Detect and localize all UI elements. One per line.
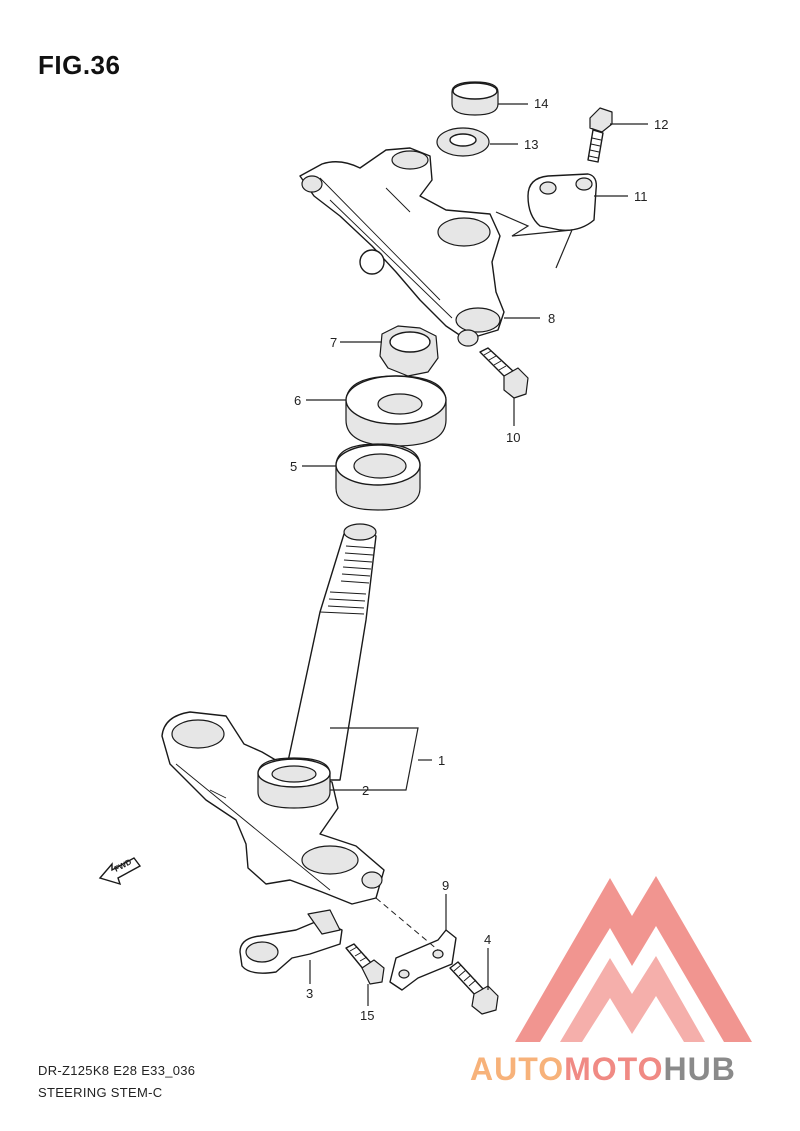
part-5-bearing [335, 443, 421, 511]
part-10-bolt [479, 347, 529, 399]
part-9-bracket [389, 929, 457, 991]
part-2-lower-bearing [257, 757, 331, 809]
part-6-dust-seal [345, 375, 447, 447]
part-14-cap [451, 81, 499, 116]
callout-7: 7 [330, 335, 337, 350]
callout-8: 8 [548, 311, 555, 326]
model-code: DR-Z125K8 E28 E33_036 [38, 1063, 196, 1078]
part-1-lower-bracket [161, 711, 385, 905]
part-3-hose-guide [239, 909, 343, 974]
callout-3: 3 [306, 986, 313, 1001]
callout-5: 5 [290, 459, 297, 474]
watermark-word-auto: AUTO [470, 1051, 564, 1087]
part-1-steering-stem [283, 523, 377, 781]
part-4-bolt [449, 961, 499, 1015]
callout-6: 6 [294, 393, 301, 408]
assembly-guide-line [375, 897, 439, 951]
callout-1: 1 [438, 753, 445, 768]
figure-title: FIG.36 [38, 50, 121, 80]
part-8-upper-bracket [299, 147, 505, 347]
part-11-handlebar-clamp [527, 173, 598, 231]
watermark-text: AUTOMOTOHUB [470, 1051, 736, 1087]
callout-12: 12 [654, 117, 668, 132]
watermark-word-moto: MOTO [564, 1051, 663, 1087]
callout-9: 9 [442, 878, 449, 893]
watermark-word-hub: HUB [663, 1051, 735, 1087]
callout-2: 2 [362, 783, 369, 798]
callout-15: 15 [360, 1008, 374, 1023]
watermark-logo [515, 876, 752, 1042]
fwd-direction-arrow: FWD [98, 857, 142, 886]
callout-4: 4 [484, 932, 491, 947]
part-7-nut [379, 325, 439, 377]
part-13-washer [436, 127, 490, 157]
part-11-mount-indicator [495, 211, 573, 269]
callout-14: 14 [534, 96, 548, 111]
callout-10: 10 [506, 430, 520, 445]
section-name: STEERING STEM-C [38, 1085, 163, 1100]
part-12-bolt [587, 107, 613, 163]
part-15-bolt [345, 943, 385, 985]
callout-13: 13 [524, 137, 538, 152]
leader-lines [302, 103, 648, 1006]
callout-11: 11 [634, 189, 648, 204]
